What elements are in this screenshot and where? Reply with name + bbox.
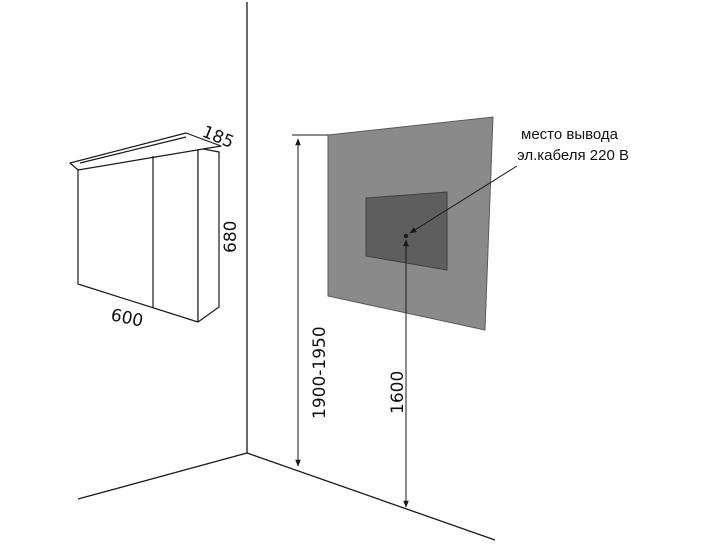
cabinet-side xyxy=(197,147,220,323)
floor-edge-right xyxy=(246,452,496,541)
cabinet-front xyxy=(77,147,199,323)
outlet-height-label: 1600 xyxy=(388,371,408,414)
cabinet-light-strip xyxy=(79,136,187,164)
mount-height-label: 1900-1950 xyxy=(310,326,330,419)
cable-outlet-zone xyxy=(365,191,448,271)
cabinet-width-label: 600 xyxy=(109,305,145,331)
outlet-callout-leader xyxy=(409,165,518,234)
floor-edge-left xyxy=(77,452,248,500)
room-corner xyxy=(77,2,496,541)
outlet-callout-line1: место вывода xyxy=(521,126,619,143)
cabinet-height-label: 680 xyxy=(221,221,241,253)
outlet-callout-line2: эл.кабеля 220 В xyxy=(517,147,629,164)
cable-outlet-point xyxy=(403,233,409,239)
cabinet-top-light xyxy=(69,132,222,171)
mirror-cabinet xyxy=(69,132,222,323)
